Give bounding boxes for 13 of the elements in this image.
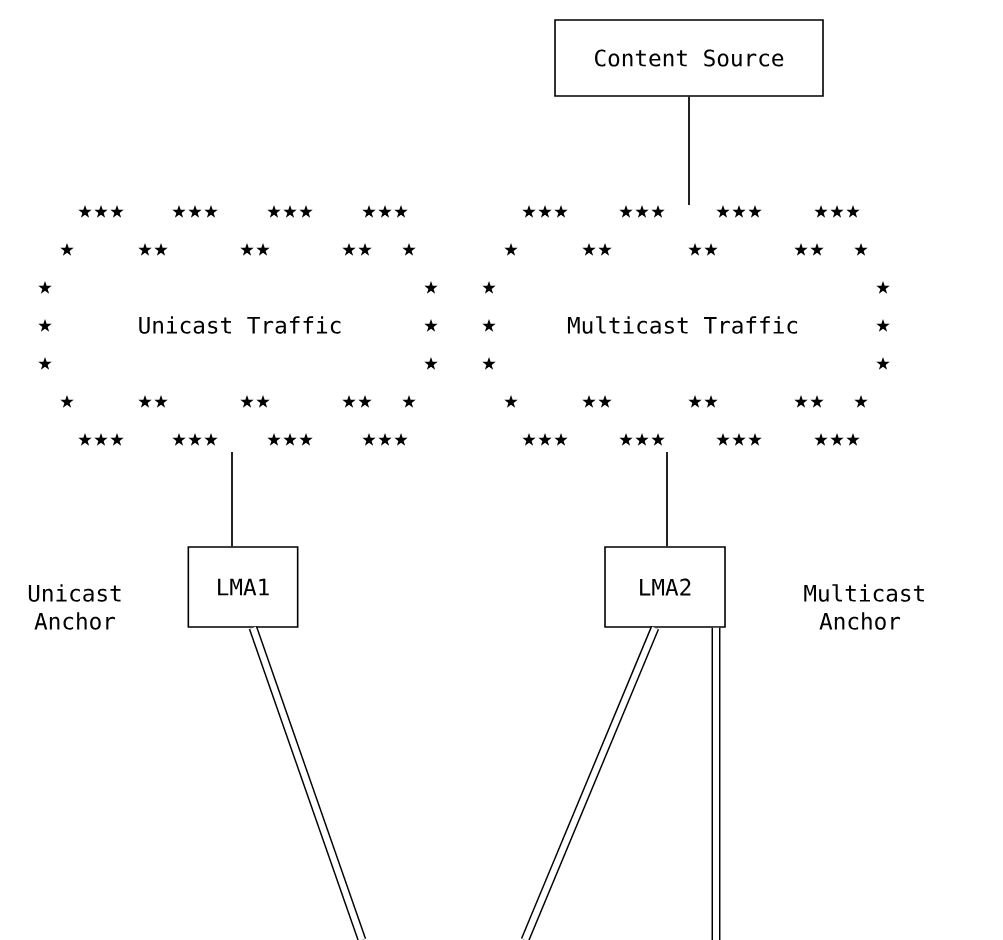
process-box: LMA1 bbox=[187, 546, 299, 628]
connector-line bbox=[666, 451, 668, 548]
connector-line bbox=[688, 95, 690, 206]
connector-line bbox=[711, 627, 721, 940]
anchor-label: Unicast Anchor bbox=[28, 584, 121, 630]
process-box: Content Source bbox=[554, 19, 824, 97]
connector-line bbox=[231, 451, 233, 548]
connector-line bbox=[248, 626, 367, 940]
anchor-label: Multicast Anchor bbox=[804, 584, 924, 630]
process-box: LMA2 bbox=[604, 546, 726, 628]
node-label: Multicast Traffic bbox=[567, 316, 798, 334]
connector-line bbox=[520, 626, 660, 940]
node-label: Unicast Traffic bbox=[139, 316, 341, 334]
